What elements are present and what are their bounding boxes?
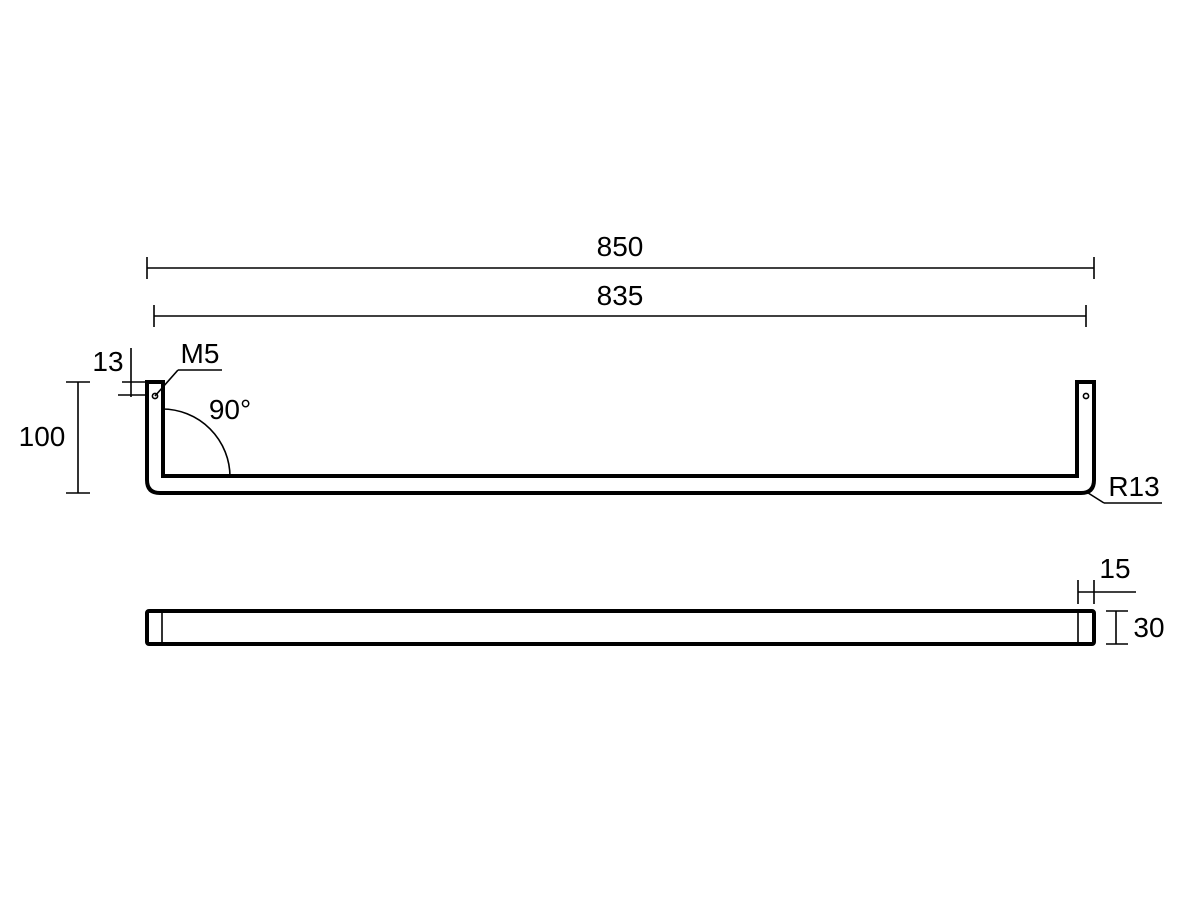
front-view-bar: [145, 380, 1096, 495]
dimension-overall-width: 850: [146, 231, 1095, 279]
top-view-bar: [145, 609, 1096, 646]
thread-callout: M5: [154, 338, 222, 397]
angle-label: 90°: [209, 394, 251, 425]
hole-offset-label: 13: [92, 346, 123, 377]
dimension-inner-width: 835: [153, 280, 1087, 327]
height-label: 100: [19, 421, 66, 452]
thread-label: M5: [181, 338, 220, 369]
dimension-depth: 30: [1106, 610, 1165, 645]
end-width-label: 15: [1099, 553, 1130, 584]
inner-width-label: 835: [597, 280, 644, 311]
depth-label: 30: [1133, 612, 1164, 643]
dimension-hole-offset: 13: [92, 346, 148, 397]
hole-left-icon: [151, 392, 159, 400]
dimension-end-width: 15: [1077, 553, 1136, 604]
bar-outer-outline: [145, 380, 1096, 495]
angle-callout: 90°: [161, 394, 251, 478]
hole-right-icon: [1082, 392, 1090, 400]
radius-callout: R13: [1084, 471, 1162, 504]
radius-label: R13: [1108, 471, 1159, 502]
dimension-height: 100: [19, 381, 90, 494]
top-view-outline: [145, 609, 1096, 646]
overall-width-label: 850: [597, 231, 644, 262]
